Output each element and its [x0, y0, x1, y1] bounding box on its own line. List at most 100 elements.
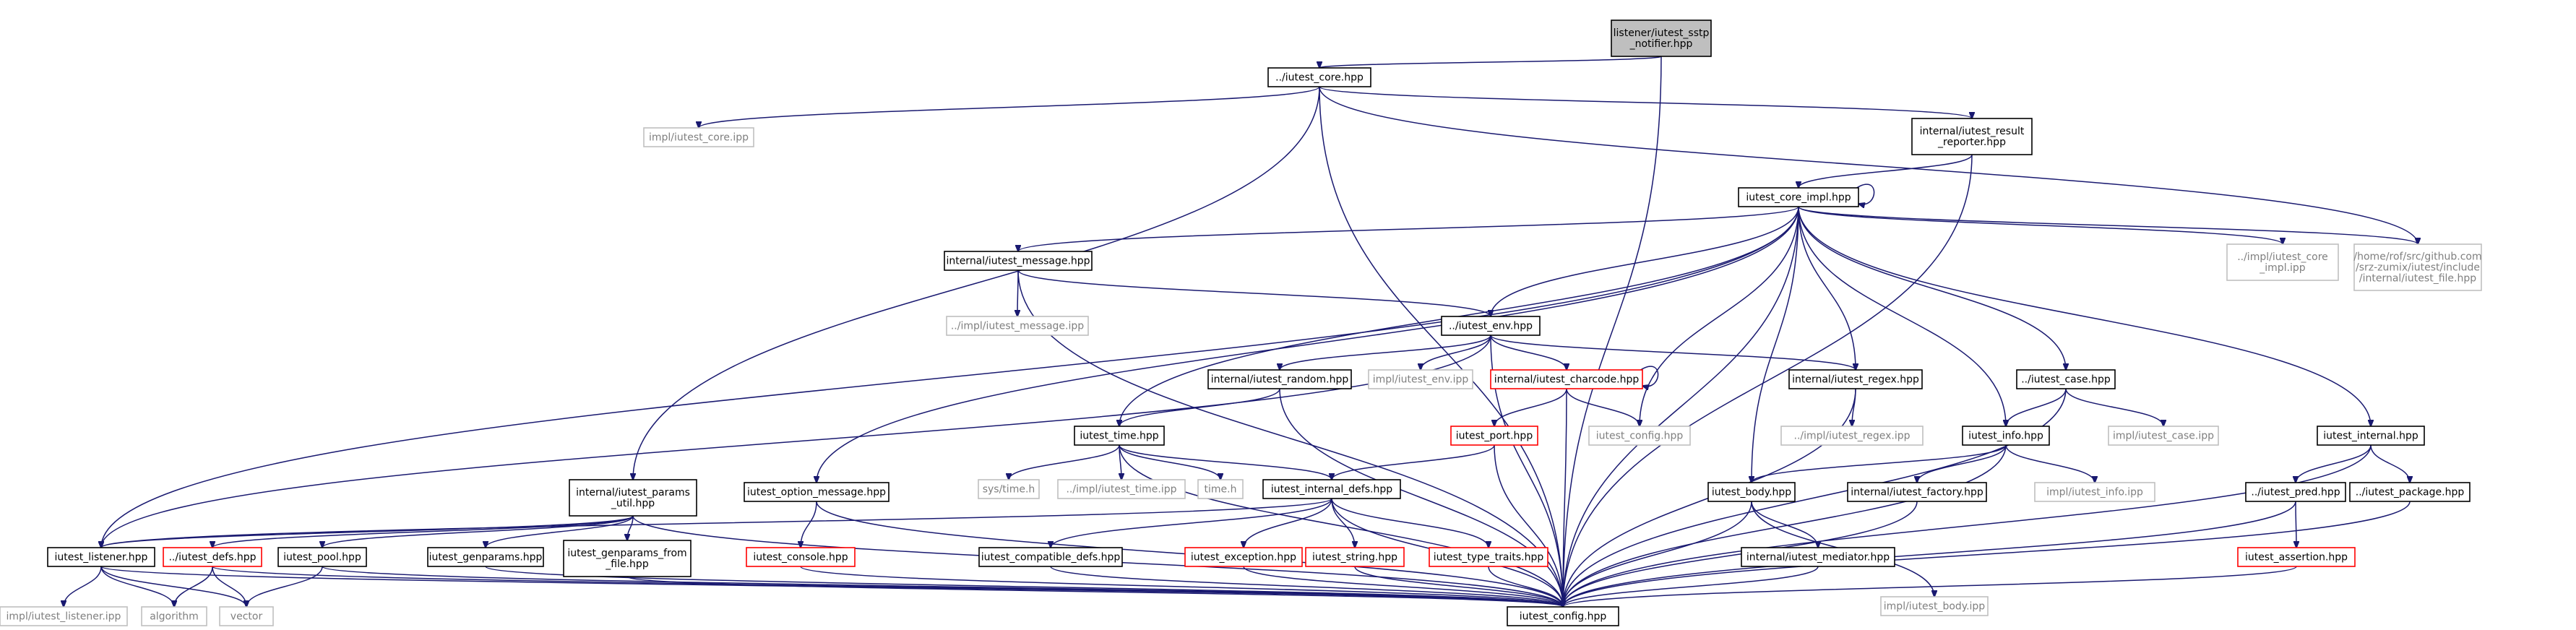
node-box	[2108, 426, 2219, 446]
edge-env-to-env_ipp	[1421, 335, 1491, 370]
node-port[interactable]: iutest_port.hpp	[1450, 426, 1538, 446]
node-info_ipp[interactable]: impl/iutest_info.ipp	[2034, 482, 2155, 502]
node-box	[1847, 482, 1987, 502]
node-string[interactable]: iutest_string.hpp	[1305, 547, 1405, 567]
node-listener_ipp[interactable]: impl/iutest_listener.ipp	[0, 606, 128, 626]
edge-time-to-internal_defs	[1119, 444, 1332, 480]
edge-info-to-config	[1563, 444, 2007, 607]
node-genparams_from_file[interactable]: iutest_genparams_from_file.hpp	[563, 540, 692, 577]
node-factory[interactable]: internal/iutest_factory.hpp	[1847, 482, 1987, 502]
node-box	[1788, 369, 1923, 389]
node-core_impl[interactable]: iutest_core_impl.hpp	[1738, 187, 1859, 207]
node-config_mid[interactable]: iutest_config.hpp	[1588, 426, 1691, 446]
node-package[interactable]: ../iutest_package.hpp	[2349, 482, 2471, 502]
node-info[interactable]: iutest_info.hpp	[1962, 426, 2050, 446]
node-label: time.h	[1205, 484, 1237, 496]
edge-body-to-mediator	[1751, 501, 1818, 548]
node-box	[1184, 547, 1303, 567]
node-label: iutest_pool.hpp	[283, 552, 361, 564]
node-box	[1911, 118, 2033, 155]
node-time[interactable]: iutest_time.hpp	[1074, 426, 1165, 446]
edge-params_util-to-genparams	[486, 515, 634, 548]
node-label: /home/rof/src/github.com	[2353, 251, 2481, 263]
edge-genparams_from_file-to-config	[626, 576, 1563, 607]
node-regex_ipp[interactable]: ../impl/iutest_regex.ipp	[1780, 426, 1924, 446]
node-defs[interactable]: ../iutest_defs.hpp	[163, 547, 262, 567]
node-box	[277, 547, 367, 567]
node-listener[interactable]: iutest_listener.hpp	[47, 547, 155, 567]
node-config[interactable]: iutest_config.hpp	[1507, 606, 1619, 626]
node-random[interactable]: internal/iutest_random.hpp	[1207, 369, 1352, 389]
node-vector[interactable]: vector	[219, 606, 274, 626]
node-label: iutest_assertion.hpp	[2245, 552, 2348, 564]
edge-listener-to-vector	[100, 566, 246, 607]
node-label: iutest_console.hpp	[753, 552, 848, 564]
edge-result_reporter-to-core_impl	[1799, 154, 1973, 188]
edge-listener-to-listener_ipp	[64, 566, 102, 607]
node-box	[1305, 547, 1405, 567]
node-label: iutest_genparams_from	[567, 548, 686, 559]
node-case[interactable]: ../iutest_case.hpp	[2016, 369, 2116, 389]
edge-info-to-info_ipp	[2005, 444, 2095, 483]
node-box	[2034, 482, 2155, 502]
edge-core-to-core_ipp	[699, 86, 1320, 128]
edge-params_util-to-pool	[322, 515, 634, 548]
node-box	[946, 316, 1089, 336]
node-charcode[interactable]: internal/iutest_charcode.hpp	[1490, 369, 1643, 389]
node-regex[interactable]: internal/iutest_regex.hpp	[1788, 369, 1923, 389]
node-console[interactable]: iutest_console.hpp	[746, 547, 856, 567]
node-label: _file.hpp	[605, 558, 649, 570]
node-box	[1207, 369, 1352, 389]
node-label: iutest_string.hpp	[1312, 552, 1397, 564]
node-sys_time[interactable]: sys/time.h	[978, 479, 1040, 499]
node-exception[interactable]: iutest_exception.hpp	[1184, 547, 1303, 567]
node-core[interactable]: ../iutest_core.hpp	[1267, 67, 1371, 87]
node-message[interactable]: internal/iutest_message.hpp	[944, 251, 1093, 271]
node-env[interactable]: ../iutest_env.hpp	[1441, 316, 1541, 336]
node-option_message[interactable]: iutest_option_message.hpp	[744, 482, 889, 502]
node-label: iutest_port.hpp	[1456, 431, 1533, 442]
node-time_h[interactable]: time.h	[1197, 479, 1244, 499]
node-label: internal/iutest_random.hpp	[1211, 374, 1349, 386]
edge-env-to-regex	[1490, 335, 1856, 370]
node-core_impl_ipp[interactable]: ../impl/iutest_core_impl.ipp	[2226, 243, 2339, 281]
node-time_ipp[interactable]: ../impl/iutest_time.ipp	[1057, 479, 1186, 499]
edge-port-to-config	[1494, 444, 1563, 607]
node-type_traits[interactable]: iutest_type_traits.hpp	[1429, 547, 1548, 567]
node-label: ../impl/iutest_core	[2237, 251, 2328, 263]
node-iutest_file[interactable]: /home/rof/src/github.com/srz-zumix/iutes…	[2353, 243, 2482, 291]
node-internal_defs[interactable]: iutest_internal_defs.hpp	[1262, 479, 1401, 499]
node-label: internal/iutest_charcode.hpp	[1494, 374, 1640, 386]
node-box	[1738, 187, 1859, 207]
edge-core_impl-to-config	[1563, 206, 1799, 607]
node-result_reporter[interactable]: internal/iutest_result_reporter.hpp	[1911, 118, 2033, 155]
node-pool[interactable]: iutest_pool.hpp	[277, 547, 367, 567]
node-root[interactable]: listener/iutest_sstp_notifier.hpp	[1611, 20, 1712, 57]
node-body[interactable]: iutest_body.hpp	[1707, 482, 1796, 502]
node-algorithm[interactable]: algorithm	[141, 606, 207, 626]
node-box	[2237, 547, 2356, 567]
node-assertion[interactable]: iutest_assertion.hpp	[2237, 547, 2356, 567]
node-label: internal/iutest_factory.hpp	[1851, 487, 1983, 499]
node-params_util[interactable]: internal/iutest_params_util.hpp	[569, 479, 697, 517]
node-message_ipp[interactable]: ../impl/iutest_message.ipp	[946, 316, 1089, 336]
node-compatible_defs[interactable]: iutest_compatible_defs.hpp	[978, 547, 1123, 567]
node-label: iutest_compatible_defs.hpp	[981, 552, 1121, 564]
edge-result_reporter-to-config	[1563, 154, 1973, 607]
node-label: iutest_core_impl.hpp	[1746, 192, 1851, 204]
node-box	[978, 479, 1040, 499]
edge-type_traits-to-config	[1488, 566, 1563, 607]
edge-core-to-result_reporter	[1319, 86, 1972, 118]
node-case_ipp[interactable]: impl/iutest_case.ipp	[2108, 426, 2219, 446]
node-mediator[interactable]: internal/iutest_mediator.hpp	[1741, 547, 1895, 567]
node-genparams[interactable]: iutest_genparams.hpp	[427, 547, 544, 567]
node-env_ipp[interactable]: impl/iutest_env.ipp	[1368, 369, 1473, 389]
node-box	[1057, 479, 1186, 499]
edge-params_util-to-defs	[212, 515, 634, 548]
node-internal[interactable]: iutest_internal.hpp	[2317, 426, 2425, 446]
node-core_ipp[interactable]: impl/iutest_core.ipp	[643, 127, 754, 147]
node-pred[interactable]: ../iutest_pred.hpp	[2245, 482, 2346, 502]
node-body_ipp[interactable]: impl/iutest_body.ipp	[1880, 596, 1989, 616]
edge-exception-to-config	[1243, 566, 1563, 607]
